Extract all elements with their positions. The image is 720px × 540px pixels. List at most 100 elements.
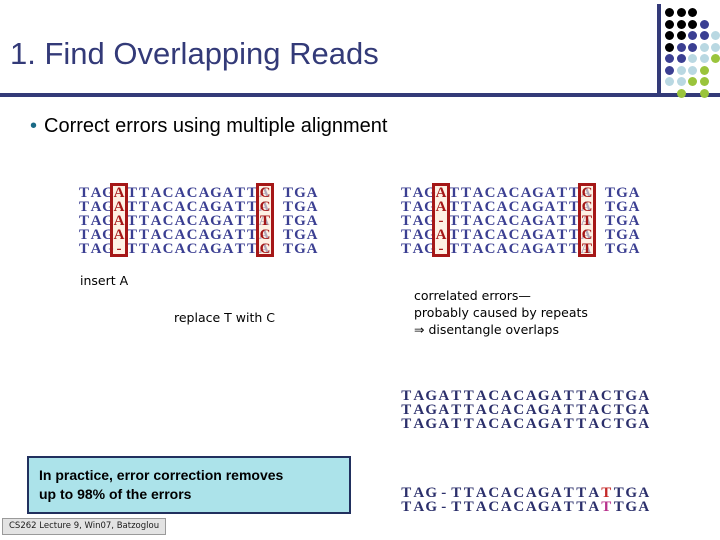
base-char: G: [616, 213, 628, 229]
logo-dot: [688, 42, 697, 52]
base-char: T: [282, 241, 293, 257]
base-char: A: [174, 241, 186, 257]
base-char: T: [463, 485, 474, 501]
base-char: G: [532, 185, 544, 201]
base-char: A: [413, 388, 425, 404]
base-char: T: [234, 241, 245, 257]
base-char: T: [563, 402, 574, 418]
base-char: A: [520, 185, 532, 201]
base-char: G: [625, 485, 638, 501]
base-char: T: [613, 416, 624, 432]
base-char: A: [413, 416, 425, 432]
base-char: G: [625, 402, 638, 418]
base-char: G: [625, 499, 638, 515]
logo-dot: [699, 42, 709, 52]
base-char: A: [90, 185, 102, 201]
base-char: C: [488, 416, 500, 432]
base-char: G: [294, 199, 306, 215]
base-char: T: [400, 241, 411, 257]
base-char: A: [150, 185, 162, 201]
base-char: A: [306, 213, 318, 229]
base-char: T: [613, 499, 624, 515]
base-char: T: [604, 241, 615, 257]
logo-dot: [699, 31, 709, 40]
base-char: T: [604, 199, 615, 215]
base-char: G: [102, 213, 114, 229]
callout-text: In practice, error correction removes up…: [39, 466, 344, 504]
base-char: A: [638, 499, 650, 515]
base-char: G: [616, 199, 628, 215]
logo-dot: [699, 19, 709, 29]
base-char: A: [198, 185, 210, 201]
base-char: A: [412, 241, 424, 257]
base-char: G: [625, 416, 638, 432]
logo-dot: [665, 54, 674, 63]
base-char: A: [222, 185, 234, 201]
base-char: G: [425, 416, 438, 432]
base-char: T: [451, 499, 462, 515]
base-char: T: [604, 227, 615, 243]
base-char: A: [198, 227, 210, 243]
base-char: G: [425, 402, 438, 418]
base-char: T: [138, 241, 149, 257]
logo-dot: [676, 65, 686, 75]
bullet-text: Correct errors using multiple alignment: [44, 115, 388, 137]
base-char: A: [472, 199, 484, 215]
base-char: T: [448, 227, 459, 243]
logo-dot: [688, 31, 697, 40]
base-char: T: [138, 185, 149, 201]
base-char: T: [563, 499, 574, 515]
highlighted-base-char: -: [116, 241, 122, 257]
base-char: T: [563, 485, 574, 501]
base-char: G: [424, 213, 436, 229]
base-char: A: [525, 499, 537, 515]
base-char: C: [162, 227, 174, 243]
base-char: A: [544, 227, 556, 243]
base-char: A: [500, 388, 512, 404]
base-char: G: [102, 199, 114, 215]
base-char: T: [568, 185, 579, 201]
base-char: T: [246, 199, 257, 215]
page-title: 1. Find Overlapping Reads: [10, 36, 379, 71]
base-char: T: [78, 241, 89, 257]
base-char: G: [424, 199, 436, 215]
base-char: T: [126, 185, 137, 201]
base-char: T: [126, 199, 137, 215]
base-char: A: [550, 416, 562, 432]
logo-dot: [665, 77, 674, 86]
base-char: A: [638, 485, 650, 501]
base-char: G: [616, 241, 628, 257]
base-char: C: [186, 241, 198, 257]
base-char: T: [460, 227, 471, 243]
base-char: C: [508, 213, 520, 229]
footer-badge: CS262 Lecture 9, Win07, Batzoglou: [2, 518, 167, 535]
header-divider-rule: [0, 93, 720, 97]
bullet-row: • Correct errors using multiple alignmen…: [30, 115, 387, 138]
base-char: A: [438, 402, 450, 418]
base-char: G: [102, 185, 114, 201]
base-char: A: [413, 402, 425, 418]
base-char: T: [451, 485, 462, 501]
base-char: T: [246, 185, 257, 201]
base-char: A: [472, 185, 484, 201]
base-char: T: [282, 185, 293, 201]
base-char: T: [282, 199, 293, 215]
base-char: A: [438, 388, 450, 404]
base-char: G: [537, 416, 550, 432]
highlighted-base-char: C: [259, 185, 271, 201]
logo-dot: [665, 19, 674, 29]
base-char: G: [537, 402, 550, 418]
annotation-replace-t-with-c: replace T with C: [174, 310, 275, 325]
logo-dot: [665, 31, 674, 40]
highlighted-base-char: C: [259, 241, 271, 257]
base-char: T: [568, 199, 579, 215]
base-char: A: [472, 241, 484, 257]
